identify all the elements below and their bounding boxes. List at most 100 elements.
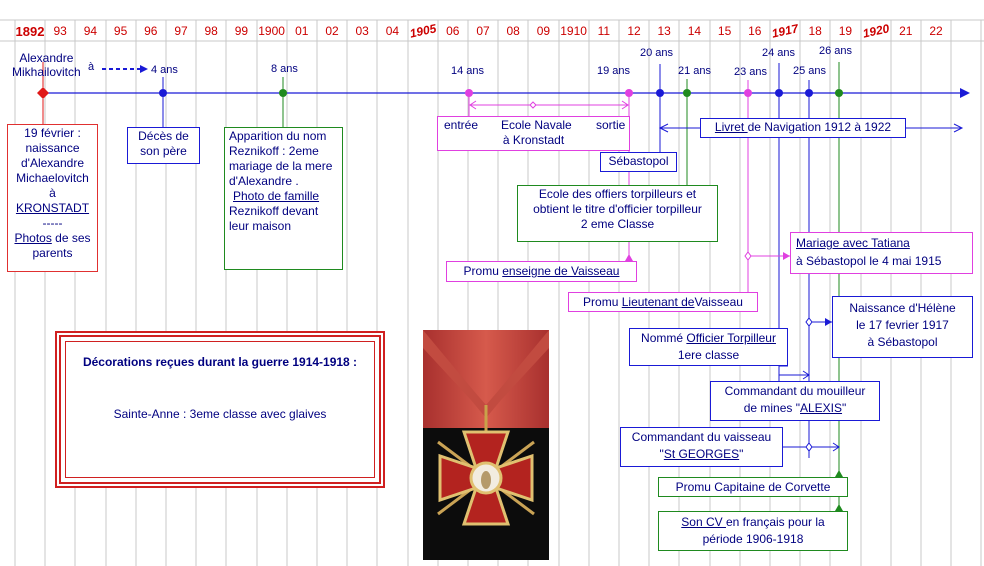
georges-text: " — [739, 447, 744, 461]
year-label: 02 — [325, 24, 339, 38]
alexis-text: de mines " — [743, 401, 800, 415]
birth-line: naissance — [25, 141, 80, 155]
georges-diamond — [805, 442, 813, 452]
alexis-line-2: de mines "ALEXIS" — [714, 400, 876, 417]
enseigne-link[interactable]: enseigne de Vaisseau — [502, 264, 620, 278]
year-label: 98 — [204, 24, 218, 38]
school-exit: sortie — [596, 118, 626, 132]
birth-line: à — [49, 186, 56, 200]
timeline-arrowhead — [960, 88, 970, 98]
torpedo-line: obtient le titre d'officier torpilleur — [533, 202, 702, 216]
year-label: 03 — [355, 24, 369, 38]
year-label: 12 — [627, 24, 641, 38]
lieutenant-text: Vaisseau — [694, 295, 743, 309]
parents-photos-link[interactable]: Photos — [14, 231, 52, 245]
birth-line: Michaelovitch — [16, 171, 89, 185]
father-line: son père — [140, 144, 187, 158]
name-box-line: mariage de la mere — [229, 159, 333, 173]
year-label: 16 — [748, 24, 762, 38]
year-label: 04 — [385, 24, 400, 38]
name-box-line: leur maison — [229, 219, 292, 233]
marriage-arrow — [783, 252, 790, 260]
lieutenant-text: Promu — [583, 295, 622, 309]
cv-line-1: Son CV en français pour la — [662, 514, 844, 531]
family-photo-link[interactable]: Photo de famille — [233, 189, 320, 203]
alexis-box: Commandant du mouilleur de mines "ALEXIS… — [710, 381, 880, 421]
birth-line: d'Alexandre — [21, 156, 84, 170]
school-row: entrée Ecole Navale sortie — [441, 118, 626, 133]
year-label: 14 — [687, 24, 702, 38]
age-24: 24 ans — [762, 47, 796, 59]
birth-separator: ----- — [42, 216, 63, 230]
age-8: 8 ans — [271, 63, 298, 75]
year-label: 01 — [295, 24, 309, 38]
school-place: à Kronstadt — [502, 133, 565, 147]
birth-line: parents — [32, 246, 73, 260]
year-label: 1900 — [258, 24, 285, 38]
alexis-line: Commandant du mouilleur — [724, 384, 866, 398]
name-appearance-box: Apparition du nom Reznikoff : 2eme maria… — [224, 127, 343, 270]
sebastopol-box: Sébastopol — [600, 152, 677, 172]
year-label: 96 — [144, 24, 158, 38]
year-label: 13 — [657, 24, 671, 38]
age-14: 14 ans — [451, 65, 485, 77]
year-label: 99 — [234, 24, 249, 38]
school-range-mid — [529, 101, 537, 109]
corvette-arrow — [835, 470, 843, 477]
school-range-right — [621, 100, 629, 110]
alexis-text: " — [842, 401, 847, 415]
dashed-arrowhead — [140, 65, 148, 73]
father-death-box: Décès de son père — [127, 127, 200, 164]
helene-box: Naissance d'Hélène le 17 fevrier 1917 à … — [832, 296, 973, 358]
year-label: 22 — [929, 24, 943, 38]
birth-line: de ses — [51, 231, 91, 245]
cv-link[interactable]: Son CV — [681, 515, 726, 529]
marriage-line: à Sébastopol le 4 mai 1915 — [796, 254, 942, 268]
year-label: 94 — [83, 24, 98, 38]
alexis-range-arrow — [802, 370, 810, 380]
year-label: 1910 — [560, 24, 587, 38]
officer-line-2: 1ere classe — [677, 348, 740, 362]
corvette-box: Promu Capitaine de Corvette — [658, 477, 848, 497]
marriage-link[interactable]: Mariage avec Tatiana — [796, 236, 910, 250]
navigation-box: Livret de Navigation 1912 à 1922 — [700, 118, 906, 138]
age-4: 4 ans — [151, 64, 178, 76]
st-georges-link[interactable]: St GEORGES — [663, 447, 740, 461]
georges-range-arrow — [832, 442, 840, 452]
helene-arrow — [825, 318, 832, 326]
helene-line: à Sébastopol — [867, 335, 938, 349]
year-label: 21 — [899, 24, 913, 38]
georges-line-2: "St GEORGES" — [624, 446, 779, 463]
year-label: 07 — [476, 24, 490, 38]
alexis-link[interactable]: ALEXIS — [800, 401, 843, 415]
cv-text: en français pour la — [725, 515, 825, 529]
age-25: 25 ans — [793, 65, 827, 77]
helene-line: le 17 fevrier 1917 — [856, 318, 949, 332]
arrow-a-label: à — [88, 61, 95, 73]
birth-photos-line: Photos de ses — [11, 231, 94, 246]
decorations-item: Sainte-Anne : 3eme classe avec glaives — [113, 407, 327, 421]
navigation-booklet-link[interactable]: Livret — [714, 120, 748, 134]
enseigne-arrow — [625, 254, 633, 261]
lieutenant-link[interactable]: Lieutenant de — [621, 295, 695, 309]
cv-arrow — [835, 504, 843, 511]
officer-torpilleur-link[interactable]: Officier Torpilleur — [686, 331, 776, 345]
age-20: 20 ans — [640, 47, 674, 59]
age-19: 19 ans — [597, 65, 631, 77]
sainte-anne-medal-image — [423, 330, 549, 560]
year-label: 19 — [838, 24, 853, 38]
officer-line-1: Nommé Officier Torpilleur — [633, 330, 784, 347]
navigation-right — [953, 123, 964, 133]
georges-box: Commandant du vaisseau "St GEORGES" — [620, 427, 783, 467]
year-label: 95 — [113, 24, 128, 38]
enseigne-text: Promu — [463, 264, 503, 278]
name-line-1: Alexandre — [19, 51, 74, 65]
marriage-box: Mariage avec Tatiana à Sébastopol le 4 m… — [790, 232, 973, 274]
school-name: Ecole Navale — [501, 118, 572, 132]
officer-text: Nommé — [641, 331, 687, 345]
torpedo-line: 2 eme Classe — [580, 217, 655, 231]
age-21: 21 ans — [678, 65, 712, 77]
age-23: 23 ans — [734, 66, 768, 78]
helene-diamond — [805, 317, 813, 327]
kronstadt-link[interactable]: KRONSTADT — [15, 201, 90, 215]
